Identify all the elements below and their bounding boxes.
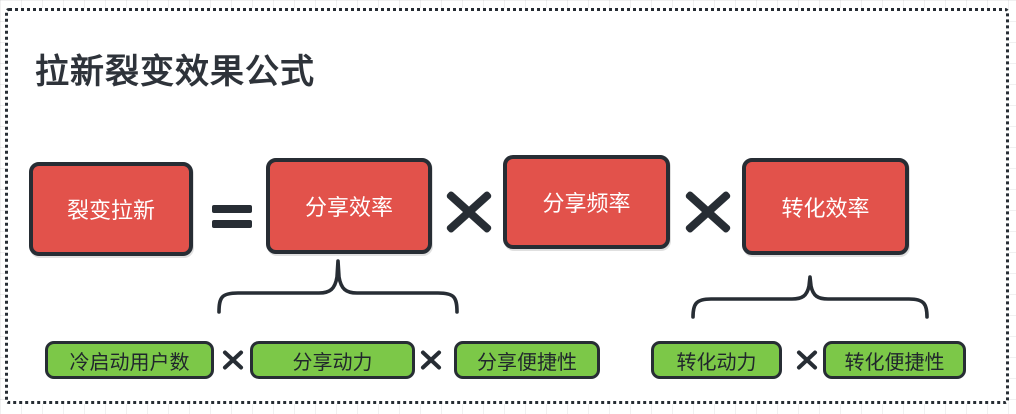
node-label: 分享便捷性 xyxy=(477,351,577,374)
node-label: 分享频率 xyxy=(542,191,631,216)
equals-icon xyxy=(212,205,252,228)
node-share-motivation: 分享动力 xyxy=(250,341,415,379)
node-label: 冷启动用户数 xyxy=(69,351,190,374)
node-label: 转化效率 xyxy=(781,195,870,221)
multiply-icon xyxy=(445,190,493,234)
multiply-icon xyxy=(684,190,732,234)
node-fission-result: 裂变拉新 xyxy=(29,162,193,256)
node-label: 分享效率 xyxy=(304,195,393,220)
node-conversion-motivation: 转化动力 xyxy=(651,341,782,379)
node-conversion-efficiency: 转化效率 xyxy=(742,158,909,255)
node-label: 转化动力 xyxy=(676,351,757,374)
node-label: 转化便捷性 xyxy=(844,351,945,374)
node-conversion-convenience: 转化便捷性 xyxy=(823,341,966,379)
curly-brace-icon-left xyxy=(216,257,460,315)
equals-bar xyxy=(212,205,252,213)
equals-bar xyxy=(212,220,252,228)
node-share-convenience: 分享便捷性 xyxy=(454,341,600,379)
multiply-icon xyxy=(796,349,818,371)
node-label: 裂变拉新 xyxy=(66,198,155,223)
curly-brace-icon-right xyxy=(690,273,930,319)
node-label: 分享动力 xyxy=(292,351,373,374)
node-share-efficiency: 分享效率 xyxy=(266,158,432,254)
node-share-frequency: 分享频率 xyxy=(503,155,670,249)
multiply-icon xyxy=(222,349,244,371)
page-title: 拉新裂变效果公式 xyxy=(35,53,315,91)
multiply-icon xyxy=(420,349,442,371)
node-cold-start-users: 冷启动用户数 xyxy=(45,341,214,379)
